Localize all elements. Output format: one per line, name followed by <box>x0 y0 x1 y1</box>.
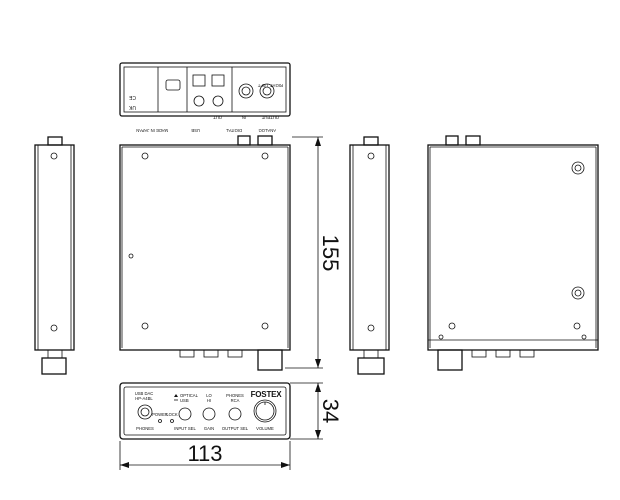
hi-label: HI <box>207 398 211 403</box>
phones-label: PHONES <box>136 426 154 431</box>
right-label: RIGHT <box>270 83 283 88</box>
phones-jack-icon <box>137 404 153 420</box>
dimension-113: 113 <box>119 441 291 470</box>
lock-led-icon <box>170 419 174 423</box>
ce-mark: CE <box>128 94 136 100</box>
rca-left-jack-icon <box>259 83 275 99</box>
dimension-155: 155 <box>285 136 343 369</box>
usb-rear-label: USB <box>191 128 200 133</box>
volume-label: VOLUME <box>256 426 274 431</box>
volume-knob-top <box>257 349 283 371</box>
width-dimension-label: 113 <box>187 441 222 466</box>
uk-mark: UK <box>128 104 136 110</box>
analog-label: ANALOG <box>259 128 276 133</box>
screw-icon <box>50 152 58 160</box>
lock-label: LOCK <box>166 412 178 417</box>
power-label: POWER <box>152 412 168 417</box>
screw-icon <box>261 152 269 160</box>
power-led-icon <box>158 419 162 423</box>
foot-icon <box>571 286 585 300</box>
optical-out-jack-icon <box>211 74 225 87</box>
depth-dimension-label: 34 <box>318 399 343 423</box>
usb-front-label: USB <box>180 398 189 403</box>
volume-knob-bottom <box>437 349 463 371</box>
screw-icon <box>448 322 456 330</box>
input-sel-button <box>178 407 192 421</box>
screw-icon <box>141 322 149 330</box>
optical-in-jack-icon <box>192 74 206 87</box>
usb-port-icon <box>165 79 181 91</box>
bottom-view <box>427 135 599 371</box>
lo-label: LO <box>206 393 212 398</box>
rca-label: RCA <box>231 398 240 403</box>
gain-label: GAIN <box>204 426 214 431</box>
volume-knob-icon <box>253 399 277 423</box>
digital-label: DIGITAL <box>225 128 242 133</box>
height-dimension-label: 155 <box>318 235 343 272</box>
foot-icon <box>571 161 585 175</box>
screw-icon <box>367 324 375 332</box>
input-sel-label: INPUT SEL <box>174 426 196 431</box>
output-label: OUTPUT <box>261 115 279 120</box>
screw-icon <box>367 152 375 160</box>
right-side-view <box>349 136 390 375</box>
screw-icon <box>573 322 581 330</box>
digital-out-label: OUT <box>213 115 222 120</box>
product-label: USB DAC <box>135 391 154 396</box>
dimension-34: 34 <box>290 382 343 440</box>
digital-in-label: IN <box>242 115 246 120</box>
output-sel-label: OUTPUT SEL <box>222 426 249 431</box>
rear-panel-view: MADE IN JAPAN USB DIGITAL ANALOG OUT IN … <box>119 62 291 133</box>
left-side-view <box>34 136 75 375</box>
optical-label: OPTICAL <box>180 393 199 398</box>
screw-icon <box>261 322 269 330</box>
rca-right-jack-icon <box>238 83 254 99</box>
brand-logo: FOSTEX <box>251 390 283 399</box>
phones-rca-label: PHONES <box>226 393 244 398</box>
model-label: HP-A4BL <box>135 396 153 401</box>
screw-icon <box>50 324 58 332</box>
top-view <box>119 135 291 371</box>
screw-icon <box>141 152 149 160</box>
volume-knob-side <box>41 357 67 375</box>
output-sel-button <box>228 407 242 421</box>
screw-icon <box>193 95 205 107</box>
volume-knob-side <box>357 357 385 375</box>
front-panel-view: USB DAC HP-A4BL PHONES POWER LOCK OPTICA… <box>119 382 291 440</box>
screw-icon <box>212 95 224 107</box>
gain-button <box>202 407 216 421</box>
made-in-label: MADE IN JAPAN <box>136 128 168 133</box>
